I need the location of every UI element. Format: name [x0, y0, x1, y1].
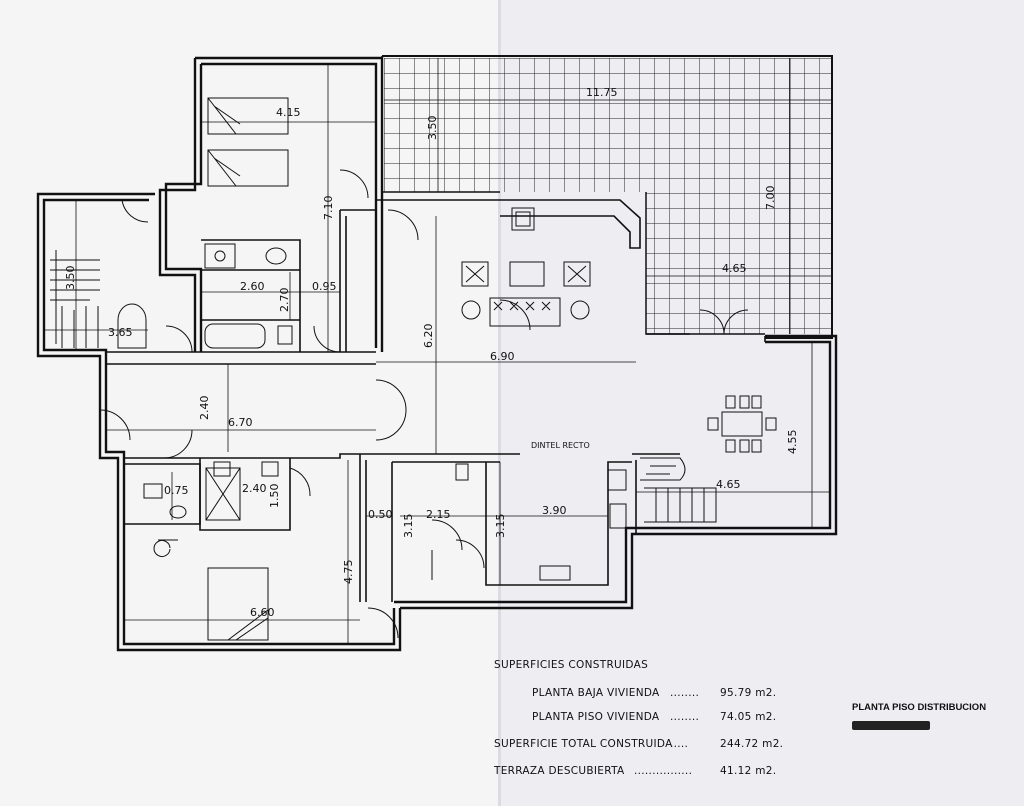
living-furniture: [461, 207, 591, 327]
title-block: PLANTA PISO DISTRIBUCION: [852, 702, 1022, 730]
dim-bedroom-top-width: 4.15: [276, 106, 301, 119]
dintel-recto-label: DINTEL RECTO: [531, 441, 590, 450]
summary-row-terraza: TERRAZA DESCUBIERTA ................ 41.…: [494, 765, 794, 779]
door-bedroom-top: [339, 169, 369, 199]
door-ensuite: [289, 467, 311, 497]
summary-value: 41.12 m2.: [720, 765, 777, 777]
terrace: [381, 55, 833, 339]
dim-bath-bottom-small-b: 1.50: [268, 484, 281, 509]
summary-value: 74.05 m2.: [720, 711, 777, 723]
dim-corridor-width: 6.70: [228, 416, 253, 429]
terrace-tiles-right: [646, 192, 831, 334]
summary-dots: ................: [634, 765, 693, 777]
doors: [99, 169, 749, 639]
door-stair-room: [121, 199, 149, 223]
door-stair-landing: [165, 325, 193, 353]
summary-dots: ........: [670, 711, 700, 723]
summary-label: PLANTA PISO VIVIENDA: [532, 711, 660, 723]
dimension-labels: 4.15 7.10 11.75 3.50 7.00 4.65 3.50 3.65…: [64, 86, 799, 619]
dim-stair-left-width: 3.65: [108, 326, 133, 339]
dim-terrace-depth: 3.50: [426, 116, 439, 141]
summary-row-total: SUPERFICIE TOTAL CONSTRUIDA ..... 244.72…: [494, 738, 794, 752]
summary-label: SUPERFICIE TOTAL CONSTRUIDA: [494, 738, 673, 750]
door-entrance: [99, 409, 131, 441]
dim-bath-bottom-width: 2.40: [242, 482, 267, 495]
dim-corridor-height: 2.40: [198, 396, 211, 421]
dim-bath-top-depth: 2.70: [278, 288, 291, 313]
summary-label: TERRAZA DESCUBIERTA: [494, 765, 625, 777]
master-bed: [207, 567, 269, 641]
door-double-living: [375, 379, 407, 441]
dim-kitchen-hall-height: 3.15: [402, 514, 415, 539]
dim-kitchen-hall-width: 2.15: [426, 508, 451, 521]
stair-right: [640, 457, 717, 523]
redacted-scribble: [852, 721, 930, 730]
dim-bedroom-top-height: 7.10: [322, 196, 335, 221]
summary-label: PLANTA BAJA VIVIENDA: [532, 687, 660, 699]
terrace-tiles-upper: [384, 58, 831, 192]
dim-dining-height: 4.55: [786, 430, 799, 455]
summary-row-planta-baja: PLANTA BAJA VIVIENDA ........ 95.79 m2.: [532, 687, 832, 701]
sheet-fold-line: [498, 0, 501, 806]
kitchen-fixtures: [455, 463, 627, 581]
bath-top-fixtures: [204, 243, 293, 349]
dim-bath-bottom-small: 0.75: [164, 484, 189, 497]
dim-terrace-right-height: 7.00: [764, 186, 777, 211]
dim-stair-left-height: 3.50: [64, 266, 77, 291]
summary-dots: .....: [670, 738, 689, 750]
door-master: [367, 607, 399, 639]
dim-hall-top-small: 0.95: [312, 280, 337, 293]
door-terrace-b: [699, 309, 749, 335]
dim-master-height: 4.75: [342, 560, 355, 585]
door-bath-top: [313, 325, 341, 353]
dim-kitchen-height: 3.15: [494, 514, 507, 539]
dimension-lines: [44, 58, 831, 644]
dim-closet-depth: 0.50: [368, 508, 393, 521]
exterior-walls: [36, 56, 838, 652]
door-terrace-a: [499, 299, 531, 331]
summary-row-planta-piso: PLANTA PISO VIVIENDA ........ 74.05 m2.: [532, 711, 832, 725]
summary-dots: ........: [670, 687, 700, 699]
dim-master-width: 6.60: [250, 606, 275, 619]
door-bath-bottom: [163, 429, 193, 459]
dim-terrace-width: 11.75: [586, 86, 618, 99]
dining-table: [707, 395, 777, 453]
interior-walls: [106, 199, 766, 602]
dim-terrace-inner-width: 4.65: [722, 262, 747, 275]
dim-bath-top-width: 2.60: [240, 280, 265, 293]
dim-living-width: 6.90: [490, 350, 515, 363]
door-kitchen: [455, 539, 485, 569]
door-kitchen-hall: [431, 519, 463, 580]
dim-dining-width: 4.65: [716, 478, 741, 491]
dim-kitchen-width: 3.90: [542, 504, 567, 517]
twin-beds: [207, 97, 289, 187]
dim-living-height: 6.20: [422, 324, 435, 349]
summary-heading: SUPERFICIES CONSTRUIDAS: [494, 659, 649, 671]
bath-bottom-fixtures: [143, 461, 279, 557]
stair-left: [50, 250, 147, 349]
drawing-title: PLANTA PISO DISTRIBUCION: [852, 702, 987, 713]
door-living-top: [387, 209, 419, 241]
summary-value: 244.72 m2.: [720, 738, 784, 750]
summary-value: 95.79 m2.: [720, 687, 777, 699]
